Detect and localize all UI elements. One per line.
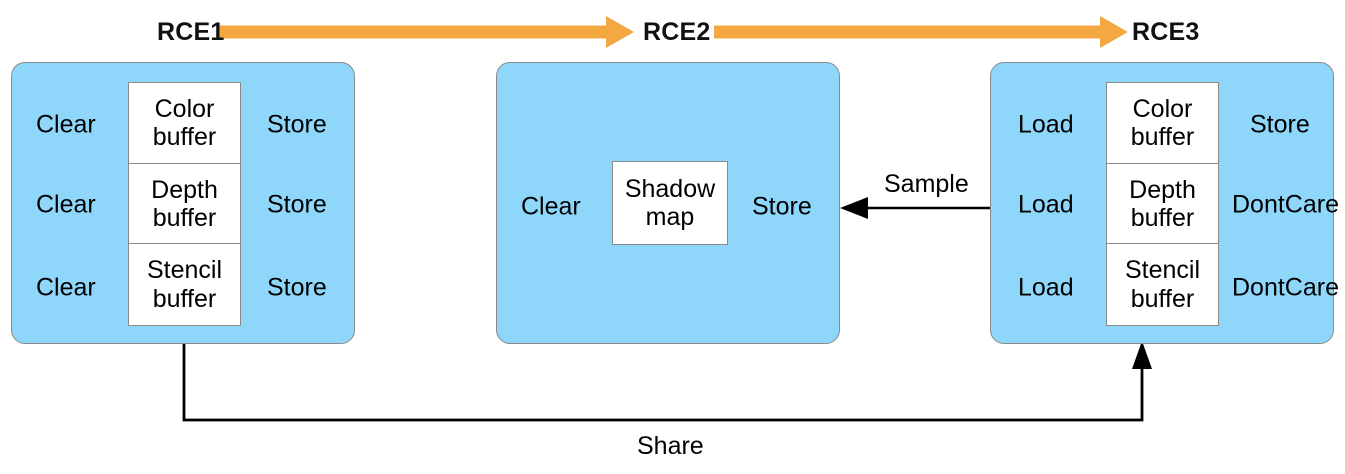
buffer-stack-rce1: Color buffer Depth buffer Stencil buffer [128, 82, 241, 326]
share-connector-label: Share [637, 432, 704, 460]
buffer-label-line2: buffer [152, 204, 217, 232]
buffer-label-line2: buffer [1130, 123, 1195, 152]
load-action-rce1-stencil: Clear [36, 273, 96, 302]
store-action-rce1-color: Store [267, 110, 327, 139]
buffer-box-depth[interactable]: Depth buffer [1106, 162, 1219, 246]
buffer-label-line1: Stencil [146, 256, 223, 285]
flow-arrow-rce2-rce3 [714, 16, 1128, 48]
buffer-label-line2: buffer [1130, 284, 1195, 313]
load-action-rce3-stencil: Load [1018, 273, 1074, 302]
buffer-box-stencil[interactable]: Stencil buffer [1106, 243, 1219, 326]
stage-title-rce2: RCE2 [643, 18, 711, 46]
buffer-box-shadow-map[interactable]: Shadow map [612, 161, 728, 245]
buffer-label-line1: Depth [1129, 175, 1196, 204]
load-action-rce1-color: Clear [36, 110, 96, 139]
buffer-label-line1: Depth [151, 175, 218, 204]
load-action-rce2-shadow-map: Clear [521, 192, 581, 221]
buffer-box-color[interactable]: Color buffer [128, 82, 241, 165]
buffer-label-line2: buffer [152, 123, 217, 152]
store-action-rce1-depth: Store [267, 190, 327, 219]
buffer-label-line1: Color [1132, 95, 1193, 124]
sample-connector [840, 197, 990, 219]
store-action-rce2-shadow-map: Store [752, 192, 812, 221]
buffer-label-line2: map [645, 203, 695, 231]
buffer-label-line1: Shadow [624, 174, 716, 203]
load-action-rce3-color: Load [1018, 110, 1074, 139]
store-action-rce3-color: Store [1250, 110, 1310, 139]
buffer-label-line2: buffer [152, 284, 217, 313]
load-action-rce3-depth: Load [1018, 190, 1074, 219]
share-connector [182, 341, 1152, 422]
store-action-rce3-depth: DontCare [1232, 190, 1339, 219]
store-action-rce1-stencil: Store [267, 273, 327, 302]
flow-arrow-rce1-rce2 [220, 16, 634, 48]
buffer-label-line1: Stencil [1124, 256, 1201, 285]
buffer-box-depth[interactable]: Depth buffer [128, 162, 241, 246]
stage-title-rce1: RCE1 [157, 18, 225, 46]
store-action-rce3-stencil: DontCare [1232, 273, 1339, 302]
buffer-box-stencil[interactable]: Stencil buffer [128, 243, 241, 326]
buffer-label-line1: Color [154, 95, 215, 124]
buffer-label-line2: buffer [1130, 204, 1195, 232]
buffer-stack-rce3: Color buffer Depth buffer Stencil buffer [1106, 82, 1219, 326]
buffer-box-color[interactable]: Color buffer [1106, 82, 1219, 165]
load-action-rce1-depth: Clear [36, 190, 96, 219]
sample-connector-label: Sample [884, 170, 969, 198]
stage-title-rce3: RCE3 [1132, 18, 1200, 46]
